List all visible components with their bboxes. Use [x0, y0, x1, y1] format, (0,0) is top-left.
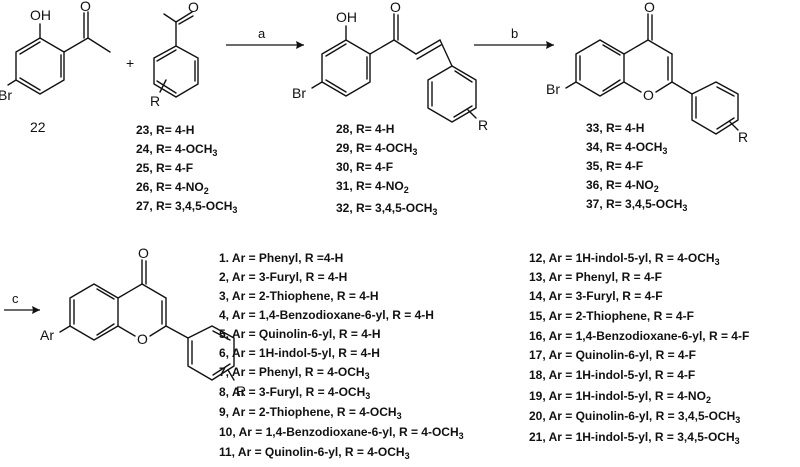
bromine-label-chalcone: Br [292, 85, 306, 101]
arrow-label-b: b [511, 26, 518, 41]
product-item: 12, Ar = 1H-indol-5-yl, R = 4-OCH3 [529, 251, 720, 267]
chalcone-item: 32, R= 3,4,5-OCH3 [336, 201, 437, 217]
bromoflavone-list: 33, R= 4-H 34, R= 4-OCH3 35, R= 4-F 36, … [586, 121, 687, 213]
bromine-label-22: Br [0, 87, 12, 103]
product-item: 20, Ar = Quinolin-6-yl, R = 3,4,5-OCH3 [529, 409, 740, 425]
aryl-label-flavone: Ar [40, 327, 54, 343]
bromoflavone-item: 35, R= 4-F [586, 159, 643, 173]
product-item: 14, Ar = 3-Furyl, R = 4-F [529, 289, 663, 303]
chalcone-item: 28, R= 4-H [336, 122, 394, 136]
chalcone-item: 30, R= 4-F [336, 160, 393, 174]
reaction-arrow-b: b [474, 26, 554, 49]
product-item: 19, Ar = 1H-indol-5-yl, R = 4-NO2 [529, 389, 711, 405]
product-item: 17, Ar = Quinolin-6-yl, R = 4-F [529, 348, 696, 362]
final-flavone-structure: O O Ar R [40, 245, 246, 399]
bromoflavone-structure: O O Br R [546, 0, 748, 145]
product-item: 8, Ar = 3-Furyl, R = 4-OCH3 [219, 385, 370, 401]
substituent-r-aldehyde: R [150, 93, 160, 109]
ring-oxygen-flavone: O [137, 331, 148, 347]
carbonyl-oxygen-bromoflavone: O [644, 0, 655, 15]
product-item: 11, Ar = Quinolin-6-yl, R = 4-OCH3 [219, 445, 410, 461]
aldehyde-item: 25, R= 4-F [136, 161, 193, 175]
substituent-r-flavone: R [236, 383, 246, 399]
product-list-right: 12, Ar = 1H-indol-5-yl, R = 4-OCH3 13, A… [529, 251, 749, 446]
arrow-label-c: c [12, 291, 19, 306]
aldehyde-oxygen: O [188, 0, 199, 15]
carbonyl-oxygen-chalcone: O [390, 0, 401, 15]
substituent-r-bromoflavone: R [738, 129, 748, 145]
bromoflavone-item: 34, R= 4-OCH3 [586, 140, 667, 156]
product-item: 1. Ar = Phenyl, R =4-H [219, 251, 343, 265]
compound-number-22: 22 [30, 119, 46, 135]
chalcone-list: 28, R= 4-H 29, R= 4-OCH3 30, R= 4-F 31, … [336, 122, 437, 217]
arrow-label-a: a [258, 26, 266, 41]
product-item: 18, Ar = 1H-indol-5-yl, R = 4-F [529, 368, 695, 382]
bromoflavone-item: 33, R= 4-H [586, 121, 644, 135]
product-item: 2, Ar = 3-Furyl, R = 4-H [219, 270, 347, 284]
product-item: 16, Ar = 1,4-Benzodioxane-6-yl, R = 4-F [529, 329, 749, 343]
chalcone-item: 31, R= 4-NO2 [336, 179, 409, 195]
aldehyde-list: 23, R= 4-H 24, R= 4-OCH3 25, R= 4-F 26, … [136, 123, 237, 215]
carbonyl-oxygen-flavone: O [138, 245, 149, 261]
plus-sign: + [126, 55, 134, 71]
ring-oxygen-bromoflavone: O [643, 87, 654, 103]
reaction-arrow-a: a [226, 26, 304, 49]
reaction-arrow-c: c [4, 291, 40, 314]
aldehyde-item: 26, R= 4-NO2 [136, 180, 209, 196]
aldehyde-item: 27, R= 3,4,5-OCH3 [136, 199, 237, 215]
product-item: 6, Ar = 1H-indol-5-yl, R = 4-H [219, 346, 380, 360]
starting-material-22: OH O Br 22 [0, 0, 111, 135]
product-item: 4, Ar = 1,4-Benzodioxane-6-yl, R = 4-H [219, 308, 434, 322]
product-item: 9, Ar = 2-Thiophene, R = 4-OCH3 [219, 405, 402, 421]
product-item: 7, Ar = Phenyl, R = 4-OCH3 [219, 365, 370, 381]
product-item: 3, Ar = 2-Thiophene, R = 4-H [219, 289, 379, 303]
chalcone-item: 29, R= 4-OCH3 [336, 141, 417, 157]
product-item: 5, Ar = Quinolin-6-yl, R = 4-H [219, 327, 381, 341]
carbonyl-oxygen-22: O [80, 0, 91, 14]
bromine-label-bromoflavone: Br [546, 81, 560, 97]
hydroxyl-label-22: OH [30, 7, 51, 23]
aldehyde-item: 24, R= 4-OCH3 [136, 142, 217, 158]
bromoflavone-item: 37, R= 3,4,5-OCH3 [586, 197, 687, 213]
product-list-left: 1. Ar = Phenyl, R =4-H 2, Ar = 3-Furyl, … [219, 251, 464, 461]
substituent-r-chalcone: R [478, 117, 488, 133]
benzaldehyde: O R [150, 0, 199, 109]
product-item: 15, Ar = 2-Thiophene, R = 4-F [529, 309, 694, 323]
product-item: 21, Ar = 1H-indol-5-yl, R = 3,4,5-OCH3 [529, 430, 740, 446]
product-item: 10, Ar = 1,4-Benzodioxane-6-yl, R = 4-OC… [219, 425, 464, 441]
hydroxyl-label-chalcone: OH [336, 9, 357, 25]
bromoflavone-item: 36, R= 4-NO2 [586, 178, 659, 194]
product-item: 13, Ar = Phenyl, R = 4-F [529, 270, 662, 284]
chalcone-structure: OH O Br R [292, 0, 488, 133]
aldehyde-item: 23, R= 4-H [136, 123, 194, 137]
